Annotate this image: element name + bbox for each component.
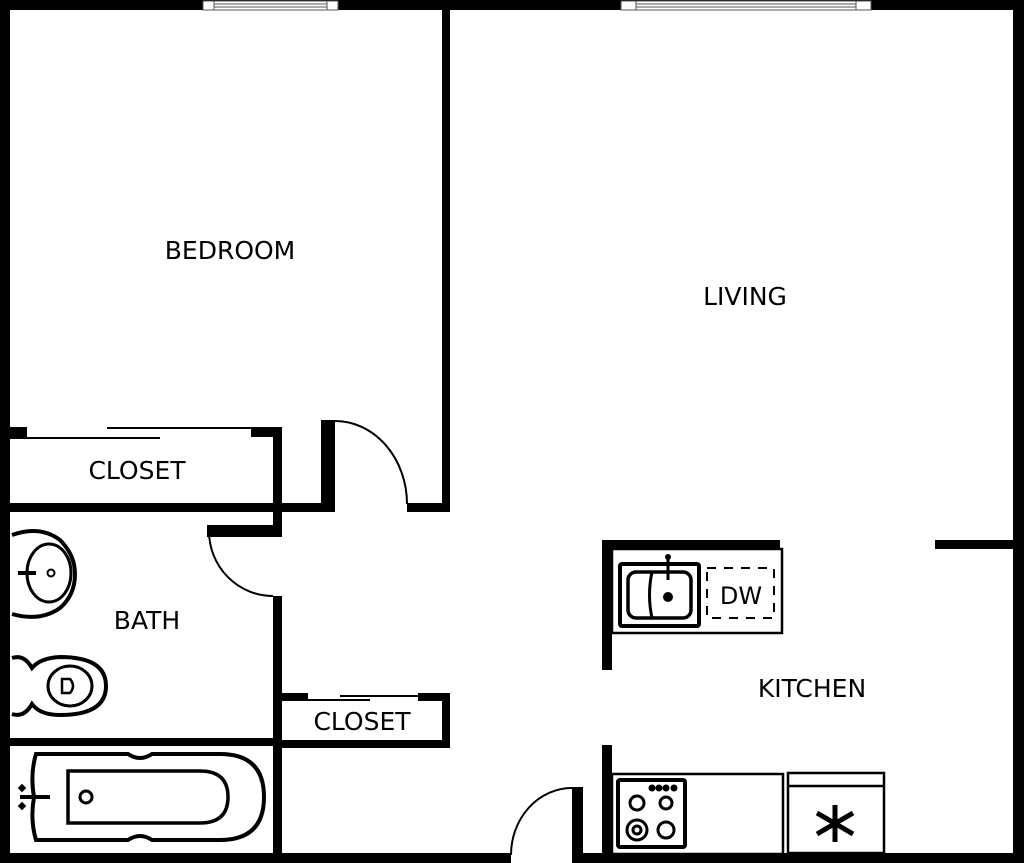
- toilet: [11, 654, 109, 718]
- closet-sliding-door-bedroom[interactable]: [10, 427, 251, 439]
- door-bedroom[interactable]: [334, 420, 408, 505]
- bathtub: [17, 752, 267, 842]
- kitchen-counter-lower: [610, 772, 785, 856]
- room-label-kitchen: KITCHEN: [758, 674, 866, 703]
- kitchen-counter-upper: [610, 547, 784, 635]
- stove: [616, 778, 687, 849]
- asterisk-icon: [815, 805, 855, 842]
- room-label-bath: BATH: [114, 606, 180, 635]
- window-bedroom: [202, 0, 339, 11]
- dishwasher-label: DW: [720, 582, 762, 610]
- room-label-closet-bedroom: CLOSET: [88, 456, 186, 485]
- refrigerator: [786, 771, 886, 855]
- bathroom-sink: [11, 529, 78, 619]
- room-label-living: LIVING: [703, 282, 787, 311]
- door-bath[interactable]: [208, 530, 274, 597]
- kitchen-sink: [618, 554, 701, 628]
- closet-sliding-door-hall[interactable]: [308, 695, 418, 701]
- dishwasher-outline: [706, 567, 775, 619]
- room-label-closet-hall: CLOSET: [313, 707, 411, 736]
- room-label-bedroom: BEDROOM: [165, 236, 296, 265]
- window-living: [620, 0, 872, 11]
- door-entry[interactable]: [510, 787, 573, 856]
